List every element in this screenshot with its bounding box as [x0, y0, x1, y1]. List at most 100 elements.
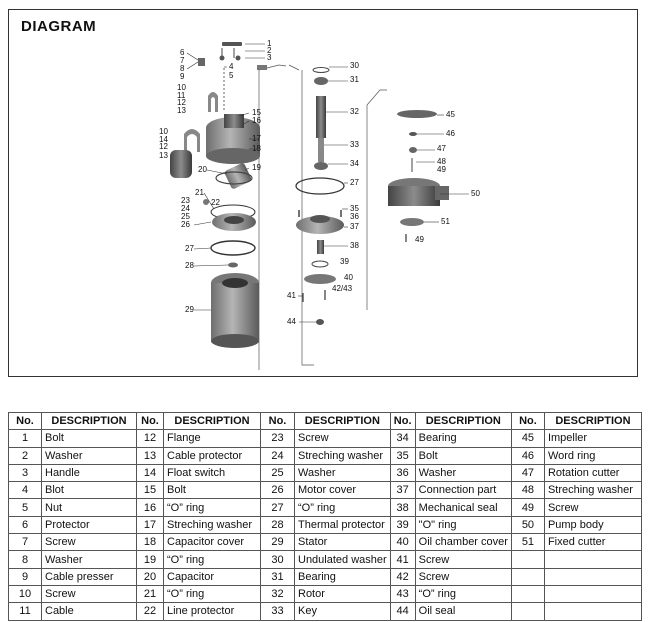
part-number-cell: 10 [8, 584, 42, 604]
callout-37: 37 [350, 222, 359, 231]
part-description-cell: Cable presser [41, 567, 137, 586]
part-description-cell: Oil seal [414, 602, 512, 621]
callout-27b: 27 [350, 178, 359, 187]
part-description-cell: Streching washer [163, 515, 261, 535]
exploded-view-drawing: 1 2 3 4 5 6 7 8 9 10 11 12 13 10 14 12 1… [159, 39, 480, 370]
part-number-cell: 48 [510, 481, 545, 500]
part-description-cell: “O” ring [414, 584, 512, 604]
part-description-cell: Screw [414, 567, 512, 586]
part-number-cell: 41 [389, 550, 416, 569]
callout-24: 24 [181, 204, 190, 213]
part-number-cell: 46 [510, 446, 545, 465]
part-description-cell [543, 550, 642, 569]
callout-22: 22 [211, 198, 220, 207]
callout-38: 38 [350, 241, 359, 250]
part-number-cell: 22 [136, 602, 164, 621]
part-description-cell: Washer [41, 550, 137, 569]
part-description-cell: Undulated washer [294, 550, 391, 569]
part-number-cell: 7 [8, 533, 42, 552]
callout-49a: 49 [437, 165, 446, 174]
part-description-cell: Impeller [543, 429, 642, 448]
col-header-no: No. [389, 411, 416, 431]
part-description-cell: Washer [294, 463, 391, 483]
part-description-cell: Cable protector [163, 446, 261, 465]
callout-4: 4 [229, 62, 234, 71]
callout-6: 6 [180, 48, 185, 57]
part-number-cell: 17 [136, 515, 164, 535]
part-description-cell: Bolt [163, 481, 261, 500]
callout-11a: 11 [177, 91, 186, 100]
callout-2: 2 [267, 46, 272, 55]
callout-28: 28 [185, 261, 194, 270]
callout-13a: 13 [177, 106, 186, 115]
callout-32: 32 [350, 107, 359, 116]
callout-labels: 1 2 3 4 5 6 7 8 9 10 11 12 13 10 14 12 1… [159, 39, 480, 326]
col-header-description: DESCRIPTION [163, 411, 261, 431]
part-description-cell: Screw [543, 498, 642, 517]
callout-14: 14 [159, 135, 168, 144]
part-description-cell: Connection part [414, 481, 512, 500]
part-description-cell: Screw [294, 429, 391, 448]
part-description-cell: Nut [41, 498, 137, 517]
part-description-cell: Line protector [163, 602, 261, 621]
part-number-cell: 14 [136, 463, 164, 483]
part-number-cell [510, 567, 545, 586]
col-header-description: DESCRIPTION [41, 411, 137, 431]
part-number-cell: 15 [136, 481, 164, 500]
part-number-cell: 18 [136, 533, 164, 552]
callout-10a: 10 [177, 83, 186, 92]
col-header-description: DESCRIPTION [543, 411, 642, 431]
callout-49b: 49 [415, 235, 424, 244]
part-number-cell: 5 [8, 498, 42, 517]
callout-25: 25 [181, 212, 190, 221]
callout-15: 15 [252, 108, 261, 117]
part-number-cell: 3 [8, 463, 42, 483]
callout-29: 29 [185, 305, 194, 314]
callout-3: 3 [267, 53, 272, 62]
part-description-cell: Capacitor cover [163, 533, 261, 552]
part-description-cell: Screw [41, 584, 137, 604]
part-description-cell [543, 567, 642, 586]
part-number-cell: 30 [260, 550, 295, 569]
part-number-cell: 26 [260, 481, 295, 500]
part-description-cell: Handle [41, 463, 137, 483]
part-description-cell: Word ring [543, 446, 642, 465]
callout-9: 9 [180, 72, 185, 81]
part-description-cell: “O” ring [163, 584, 261, 604]
part-description-cell: Motor cover [294, 481, 391, 500]
part-number-cell: 13 [136, 446, 164, 465]
callout-39: 39 [340, 257, 349, 266]
callout-10b: 10 [159, 127, 168, 136]
part-number-cell: 47 [510, 463, 545, 483]
callout-36: 36 [350, 212, 359, 221]
col-header-no: No. [510, 411, 545, 431]
part-description-cell: Streching washer [543, 481, 642, 500]
callout-30: 30 [350, 61, 359, 70]
part-number-cell: 23 [260, 429, 295, 448]
part-description-cell: Bolt [414, 446, 512, 465]
part-description-cell: Capacitor [163, 567, 261, 586]
callout-31: 31 [350, 75, 359, 84]
part-description-cell: Washer [41, 446, 137, 465]
part-number-cell: 29 [260, 533, 295, 552]
part-description-cell: Pump body [543, 515, 642, 535]
col-header-description: DESCRIPTION [294, 411, 391, 431]
callout-5: 5 [229, 71, 234, 80]
part-number-cell: 19 [136, 550, 164, 569]
part-number-cell [510, 550, 545, 569]
callout-13b: 13 [159, 151, 168, 160]
part-description-cell: Flange [163, 429, 261, 448]
callout-19: 19 [252, 163, 261, 172]
callout-45: 45 [446, 110, 455, 119]
part-number-cell: 28 [260, 515, 295, 535]
part-description-cell: Bearing [414, 429, 512, 448]
part-description-cell: Stator [294, 533, 391, 552]
